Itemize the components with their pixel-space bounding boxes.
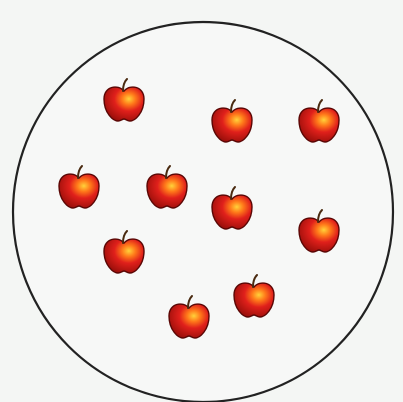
set-circle — [13, 22, 393, 402]
